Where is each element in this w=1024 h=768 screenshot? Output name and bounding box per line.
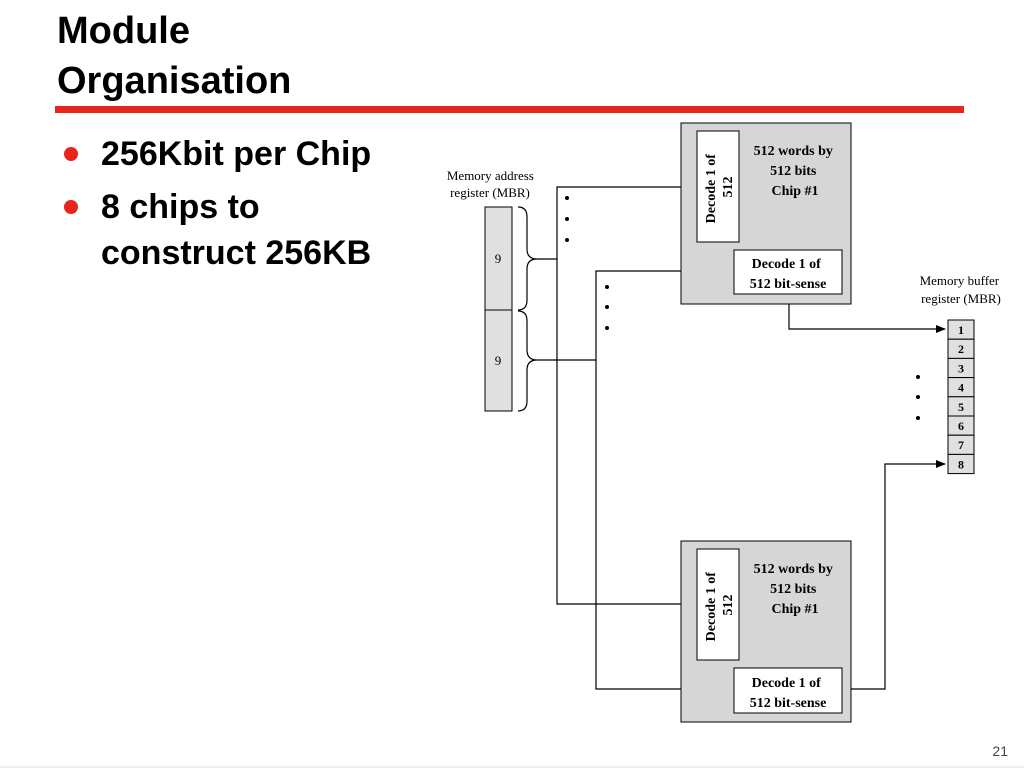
mbr-cell-label: 7 bbox=[958, 438, 964, 452]
mbr-cell-label: 8 bbox=[958, 457, 964, 471]
chip-bottom-array-label: 512 words by 512 bits Chip #1 bbox=[754, 562, 837, 617]
bullet-line: 256Kbit per Chip bbox=[101, 135, 372, 173]
bullet-dot-icon bbox=[64, 200, 78, 214]
chip-bottom-bit-sense bbox=[733, 667, 843, 714]
chip-bottom-row-decoder bbox=[696, 548, 740, 661]
mbr-cell-label: 6 bbox=[958, 419, 964, 433]
bullet-text: 8 chips to construct 256KB bbox=[101, 184, 371, 276]
chip-top-bit-sense bbox=[733, 249, 843, 295]
mbr-cell-label: 1 bbox=[958, 323, 964, 337]
mar-field-lower-label: 9 bbox=[495, 353, 502, 368]
mbr-register: 1 2 3 4 5 6 7 8 bbox=[947, 319, 975, 475]
title-line-2: Organisation bbox=[57, 60, 292, 102]
chip-top: Decode 1 of 512 512 words by 512 bits Ch… bbox=[680, 122, 852, 305]
mar-label: Memory address register (MBR) bbox=[447, 168, 537, 200]
mar-label-line: Memory address bbox=[447, 168, 534, 183]
chip-top-row-decoder bbox=[696, 130, 740, 243]
mbr-label: Memory buffer register (MBR) bbox=[920, 273, 1003, 306]
mbr-cell-label: 5 bbox=[958, 400, 964, 414]
bullet-item: 8 chips to construct 256KB bbox=[62, 184, 371, 276]
mbr-cell-label: 4 bbox=[958, 381, 964, 395]
mar-upper-brace bbox=[517, 206, 538, 311]
title-rule bbox=[55, 106, 964, 113]
mbr-label-line: Memory buffer bbox=[920, 273, 1000, 288]
mar-field-lower bbox=[484, 309, 513, 412]
chip-bottom-row-decoder-label: Decode 1 of 512 bbox=[704, 569, 736, 642]
footer-line bbox=[0, 766, 1024, 768]
mar-label-line: register (MBR) bbox=[450, 185, 530, 200]
mar-lower-brace bbox=[517, 310, 538, 412]
output-lines bbox=[788, 294, 946, 690]
chip-bottom: Decode 1 of 512 512 words by 512 bits Ch… bbox=[680, 540, 852, 723]
ellipsis-dots bbox=[565, 196, 920, 420]
chip-top-array-label: 512 words by 512 bits Chip #1 bbox=[754, 144, 837, 199]
mar-field-upper-label: 9 bbox=[495, 251, 502, 266]
title-line-1: Module bbox=[57, 10, 190, 52]
mbr-label-line: register (MBR) bbox=[921, 291, 1001, 306]
mbr-cell bbox=[947, 453, 975, 475]
slide-title: Module Organisation bbox=[57, 6, 291, 106]
chip-top-bit-sense-label: Decode 1 of 512 bit-sense bbox=[750, 257, 827, 292]
mbr-cell-label: 3 bbox=[958, 361, 964, 375]
bullet-line: construct 256KB bbox=[101, 234, 372, 272]
bullet-dot-icon bbox=[64, 147, 78, 161]
bullet-item: 256Kbit per Chip bbox=[62, 131, 371, 177]
chip-bottom-bit-sense-label: Decode 1 of 512 bit-sense bbox=[750, 676, 827, 711]
bullet-text: 256Kbit per Chip bbox=[101, 131, 371, 177]
mbr-cell-label: 2 bbox=[958, 342, 964, 356]
chip-top-row-decoder-label: Decode 1 of 512 bbox=[704, 151, 736, 224]
page-number: 21 bbox=[992, 743, 1008, 759]
bullet-line: 8 chips to bbox=[101, 188, 260, 226]
bullet-list: 256Kbit per Chip 8 chips to construct 25… bbox=[62, 131, 371, 283]
